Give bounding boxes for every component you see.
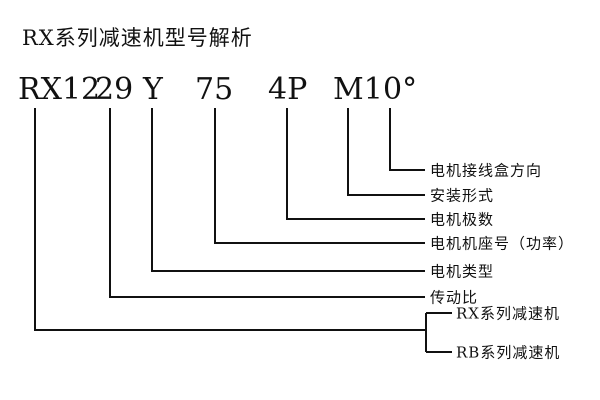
connector-line-mounting (347, 108, 425, 196)
connector-line-series-main (34, 108, 426, 331)
code-segment-poles: 4P (268, 72, 308, 107)
code-segment-series: RX12 (18, 72, 101, 107)
callout-ratio: 传动比 (430, 288, 479, 307)
code-segment-mounting: M1 (333, 72, 383, 107)
code-segment-frame: 75 (195, 72, 234, 107)
callout-junction-box-direction: 电机接线盒方向 (430, 161, 543, 180)
code-segment-junction-box: 0° (383, 72, 418, 107)
connector-line-motor-type (151, 108, 425, 272)
page-title: RX系列减速机型号解析 (22, 26, 253, 50)
code-segment-ratio: 29 (95, 72, 134, 107)
callout-rx-series: RX系列减速机 (456, 304, 560, 323)
callout-rb-series: RB系列减速机 (456, 343, 561, 362)
code-segment-motor-type: Y (143, 72, 163, 107)
callout-mounting-type: 安装形式 (430, 186, 495, 205)
callout-motor-poles: 电机极数 (430, 210, 495, 229)
callout-motor-frame-power: 电机机座号（功率） (430, 234, 575, 253)
connector-line-frame (214, 108, 425, 244)
connector-line-poles (286, 108, 425, 220)
connector-line-ratio (109, 108, 425, 298)
callout-motor-type: 电机类型 (430, 262, 495, 281)
connector-line-junction-box (389, 108, 425, 171)
